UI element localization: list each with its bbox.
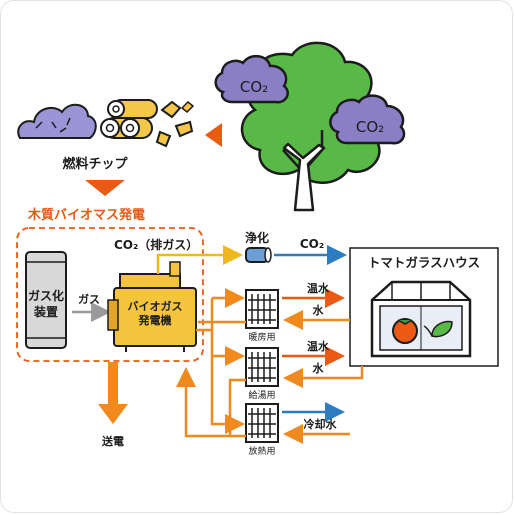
gasifier-label-line1: ガス化: [28, 288, 64, 303]
section-title: 木質バイオマス発電: [27, 207, 145, 223]
co2-exhaust-label: CO₂（排ガス）: [114, 237, 198, 252]
greenhouse-icon: [370, 280, 472, 358]
return-water-lines: [176, 320, 246, 438]
warm-water-label-1: 温水: [307, 281, 330, 295]
co2-flow-label: CO₂: [300, 237, 324, 251]
purifier-unit: [245, 247, 272, 263]
co2-cloud-right: CO₂: [329, 94, 406, 145]
fuel-down-arrow: [85, 180, 125, 196]
generator-label-line1: バイオガス: [128, 299, 183, 313]
radiator-label: 放熱用: [248, 445, 275, 457]
purification-label: 浄化: [245, 230, 269, 245]
heat-exchanger-hot-water: [245, 347, 279, 387]
cycle-arrow-left: [205, 123, 222, 147]
fuel-chip-label: 燃料チップ: [62, 156, 128, 172]
cooling-water-label: 冷却水: [304, 417, 338, 431]
hot-water-feed-lines: [196, 288, 245, 434]
greenhouse-label: トマトガラスハウス: [368, 255, 480, 270]
greenhouse-water-lines: [282, 288, 364, 444]
heat-exchanger-heating: [245, 289, 279, 329]
warm-water-label-2: 温水: [307, 339, 330, 353]
co2-cloud-left: CO₂: [214, 54, 289, 104]
water-label-1: 水: [313, 303, 325, 317]
tomato-icon: [392, 318, 418, 344]
co2-cloud-left-label: CO₂: [240, 78, 268, 96]
heater-label: 暖房用: [248, 331, 275, 343]
leaf-icon: [431, 320, 453, 338]
power-transmission-arrow: [98, 362, 128, 424]
exhaust-flow-line: [156, 245, 243, 274]
gas-label: ガス: [78, 292, 100, 306]
biomass-plant-boundary: [16, 227, 204, 362]
gasifier-unit: ガス化 装置: [25, 251, 67, 349]
co2-cloud-right-label: CO₂: [356, 118, 384, 136]
wood-chips-icon: [17, 99, 195, 148]
generator-unit: バイオガス 発電機: [107, 261, 197, 352]
hot-water-supply-label: 給湯用: [248, 389, 275, 401]
heat-exchanger-radiator: [245, 403, 279, 443]
generator-label-line2: 発電機: [138, 313, 172, 327]
gasifier-label-line2: 装置: [33, 304, 58, 319]
power-label: 送電: [101, 434, 124, 448]
water-label-2: 水: [313, 361, 325, 375]
